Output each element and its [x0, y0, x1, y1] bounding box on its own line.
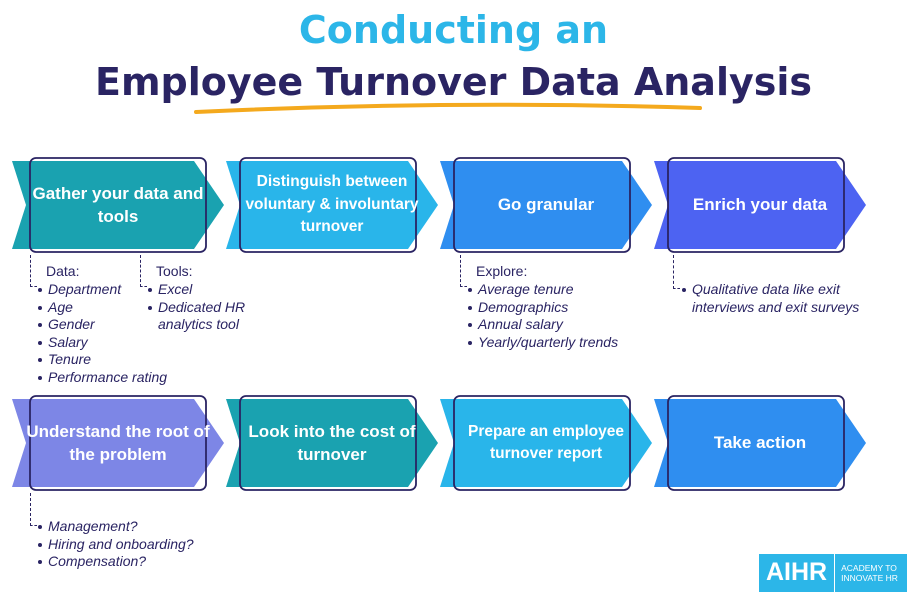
step-label: Go granular — [497, 195, 595, 215]
root-connector — [30, 493, 37, 526]
step-label: Prepare an employee turnover report — [468, 422, 624, 462]
list-item: Yearly/quarterly trends — [466, 334, 618, 352]
step-gather-data-and-tools: Gather your data and tools — [12, 157, 224, 253]
logo-subtitle: ACADEMY TO INNOVATE HR — [834, 554, 907, 592]
list-item: Demographics — [466, 299, 618, 317]
list-item: Performance rating — [36, 369, 167, 387]
list-item: Compensation? — [36, 553, 194, 571]
list-item: Qualitative data like exit interviews an… — [680, 281, 880, 316]
step-take-action: Take action — [654, 395, 866, 491]
step-cost-of-turnover: Look into the cost of turnover — [226, 395, 438, 491]
explore-notes-head: Explore: — [476, 263, 528, 279]
data-notes: Data: Department Age Gender Salary Tenur… — [28, 263, 167, 386]
step-go-granular: Go granular — [440, 157, 652, 253]
list-item: Average tenure — [466, 281, 618, 299]
step-prepare-report: Prepare an employee turnover report — [440, 395, 652, 491]
title-line-2: Employee Turnover Data Analysis — [94, 60, 813, 104]
list-item: Gender — [36, 316, 167, 334]
logo-mark: AIHR — [759, 554, 835, 592]
explore-notes: Explore: Average tenure Demographics Ann… — [458, 263, 618, 351]
list-item: Hiring and onboarding? — [36, 536, 194, 554]
explore-connector — [460, 255, 467, 287]
list-item: Management? — [36, 518, 194, 536]
tools-connector — [140, 255, 147, 287]
step-label: Take action — [713, 433, 807, 453]
step-label: Look into the cost of turnover — [248, 421, 416, 464]
list-item: Department — [36, 281, 167, 299]
aihr-logo: AIHR ACADEMY TO INNOVATE HR — [759, 554, 907, 592]
root-notes: Management? Hiring and onboarding? Compe… — [36, 518, 194, 571]
title-underline — [194, 102, 702, 114]
step-label: Distinguish between voluntary & involunt… — [245, 173, 419, 236]
step-label: Gather your data and tools — [32, 183, 204, 226]
step-label: Understand the root of the problem — [26, 421, 210, 464]
enrich-connector — [673, 255, 680, 289]
step-understand-root: Understand the root of the problem — [12, 395, 224, 491]
list-item: Dedicated HR analytics tool — [146, 299, 258, 334]
tools-notes: Tools: Excel Dedicated HR analytics tool — [138, 263, 258, 334]
step-enrich-data: Enrich your data — [654, 157, 866, 253]
list-item: Age — [36, 299, 167, 317]
list-item: Excel — [146, 281, 258, 299]
step-distinguish-turnover: Distinguish between voluntary & involunt… — [226, 157, 438, 253]
tools-notes-head: Tools: — [156, 263, 193, 279]
list-item: Salary — [36, 334, 167, 352]
enrich-notes: Qualitative data like exit interviews an… — [680, 281, 880, 316]
title-line-1: Conducting an — [298, 8, 609, 52]
list-item: Annual salary — [466, 316, 618, 334]
step-label: Enrich your data — [692, 195, 828, 215]
data-connector — [30, 255, 37, 287]
list-item: Tenure — [36, 351, 167, 369]
data-notes-head: Data: — [46, 263, 80, 279]
